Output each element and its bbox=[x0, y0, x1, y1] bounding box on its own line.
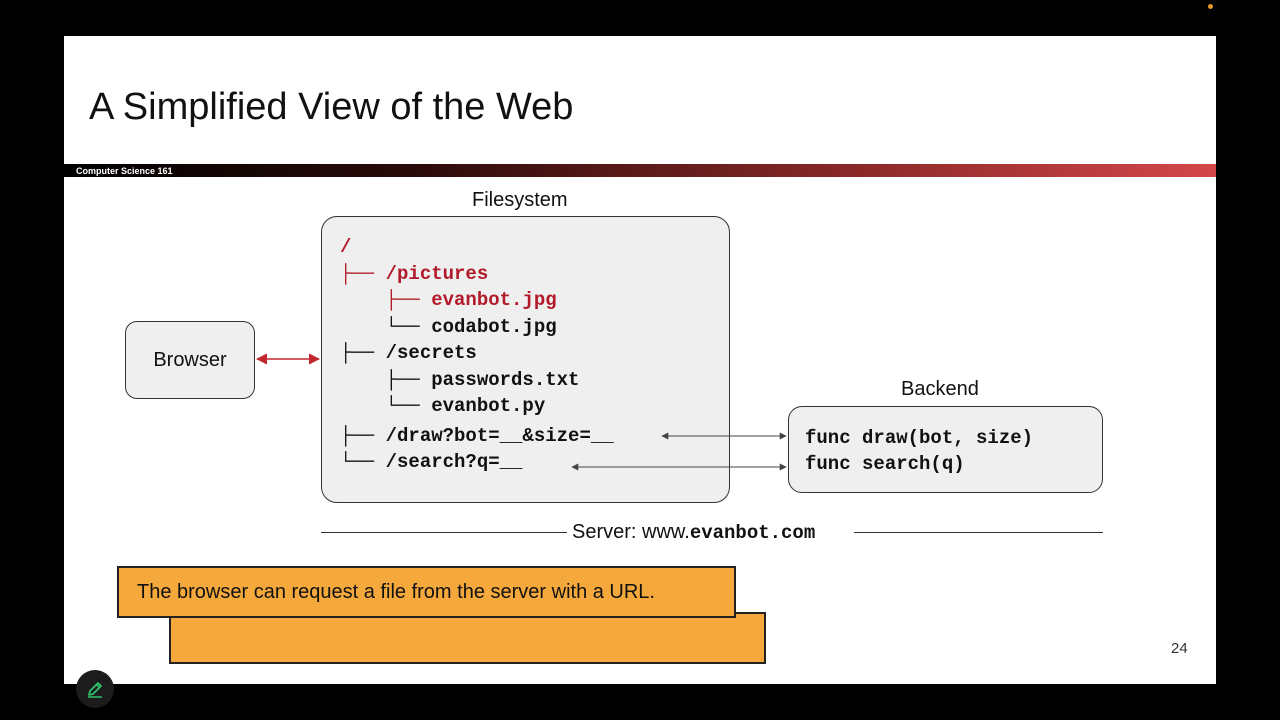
course-bar bbox=[64, 164, 1216, 177]
server-divider-left bbox=[321, 532, 567, 533]
server-label-domain: evanbot.com bbox=[689, 522, 816, 544]
server-divider-right bbox=[854, 532, 1103, 533]
browser-box: Browser bbox=[125, 321, 255, 399]
tree-line-evanbot-py: └── evanbot.py bbox=[340, 395, 546, 417]
tree-line-pictures: ├── /pictures bbox=[340, 263, 489, 285]
filesystem-label: Filesystem bbox=[472, 189, 568, 211]
tree-line-codabot-jpg: └── codabot.jpg bbox=[340, 316, 557, 338]
tree-line-root: / bbox=[340, 236, 352, 258]
callout-box-secondary bbox=[169, 612, 766, 664]
backend-label: Backend bbox=[901, 378, 979, 400]
slide-title: A Simplified View of the Web bbox=[89, 86, 574, 128]
recording-indicator bbox=[1208, 4, 1213, 9]
server-label: Server: www.evanbot.com bbox=[572, 521, 815, 544]
browser-label: Browser bbox=[153, 348, 227, 371]
backend-func-draw: func draw(bot, size) bbox=[805, 427, 1034, 449]
callout-box: The browser can request a file from the … bbox=[117, 566, 736, 618]
backend-box bbox=[788, 406, 1103, 493]
filesystem-box bbox=[321, 216, 730, 503]
page-number: 24 bbox=[1171, 640, 1188, 657]
tree-line-evanbot-jpg: ├── evanbot.jpg bbox=[340, 289, 557, 311]
pencil-icon bbox=[88, 682, 102, 698]
backend-func-search: func search(q) bbox=[805, 453, 965, 475]
edit-button[interactable] bbox=[76, 670, 114, 708]
tree-line-search: └── /search?q=__ bbox=[340, 451, 523, 473]
tree-line-passwords-txt: ├── passwords.txt bbox=[340, 369, 580, 391]
callout-line-1: The browser can request a file from the … bbox=[137, 580, 655, 603]
tree-line-draw: ├── /draw?bot=__&size=__ bbox=[340, 425, 614, 447]
course-label: Computer Science 161 bbox=[76, 166, 173, 176]
tree-line-secrets: ├── /secrets bbox=[340, 342, 477, 364]
diagram-arrows bbox=[255, 353, 787, 471]
server-label-prefix: Server: www. bbox=[572, 521, 690, 543]
slide: A Simplified View of the Web Computer Sc… bbox=[64, 36, 1216, 684]
